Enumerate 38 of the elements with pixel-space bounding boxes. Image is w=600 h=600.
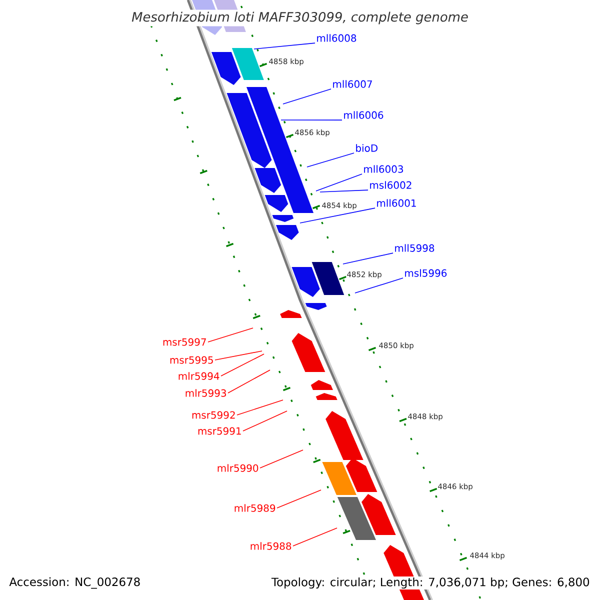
gene-label: msr5992 [192, 411, 235, 419]
leader-line [306, 152, 354, 168]
genome-info-label: Topology: circular; Length: 7,036,071 bp; Genes: 6,800 [270, 576, 591, 590]
leader-line [342, 252, 394, 264]
leader-line [214, 350, 262, 360]
gene-label: mll6001 [377, 199, 416, 207]
gene-label: mlr5994 [178, 372, 220, 380]
gene-label: msl5996 [405, 269, 447, 277]
leader-line [228, 370, 270, 394]
leader-line [236, 400, 284, 416]
leader-line [300, 208, 376, 224]
leader-line [316, 174, 362, 192]
gene-label: msr5995 [170, 356, 213, 364]
gene-label: mlr5993 [186, 389, 226, 397]
gene-label: mll6007 [333, 80, 372, 88]
title: Mesorhizobium loti MAFF303099, complete genome [130, 10, 470, 26]
leader-line [354, 278, 404, 294]
leader-line [292, 528, 338, 546]
accession-label: Accession: NC_002678 [8, 576, 142, 590]
gene-label: mlr5989 [234, 504, 276, 512]
leader-line [282, 88, 332, 104]
gene-label: mll6003 [364, 165, 403, 173]
gene-label: msr5991 [198, 427, 241, 435]
gene-label: mlr5988 [250, 542, 292, 550]
gene-label: mlr5990 [218, 464, 258, 472]
leader-line [260, 450, 304, 468]
leader-line [208, 328, 254, 342]
leader-line [320, 190, 368, 192]
gene-label: msr5997 [163, 338, 206, 346]
leader-line [254, 42, 316, 50]
gene-label: bioD [356, 144, 378, 152]
leader-line [276, 490, 322, 508]
gene-label: mll5998 [395, 244, 434, 252]
gene-label: mll6008 [317, 34, 356, 42]
leader-line [242, 410, 288, 432]
gene-label: msl6002 [370, 181, 412, 189]
leader-line [220, 354, 264, 376]
gene-label: mll6006 [344, 111, 384, 119]
